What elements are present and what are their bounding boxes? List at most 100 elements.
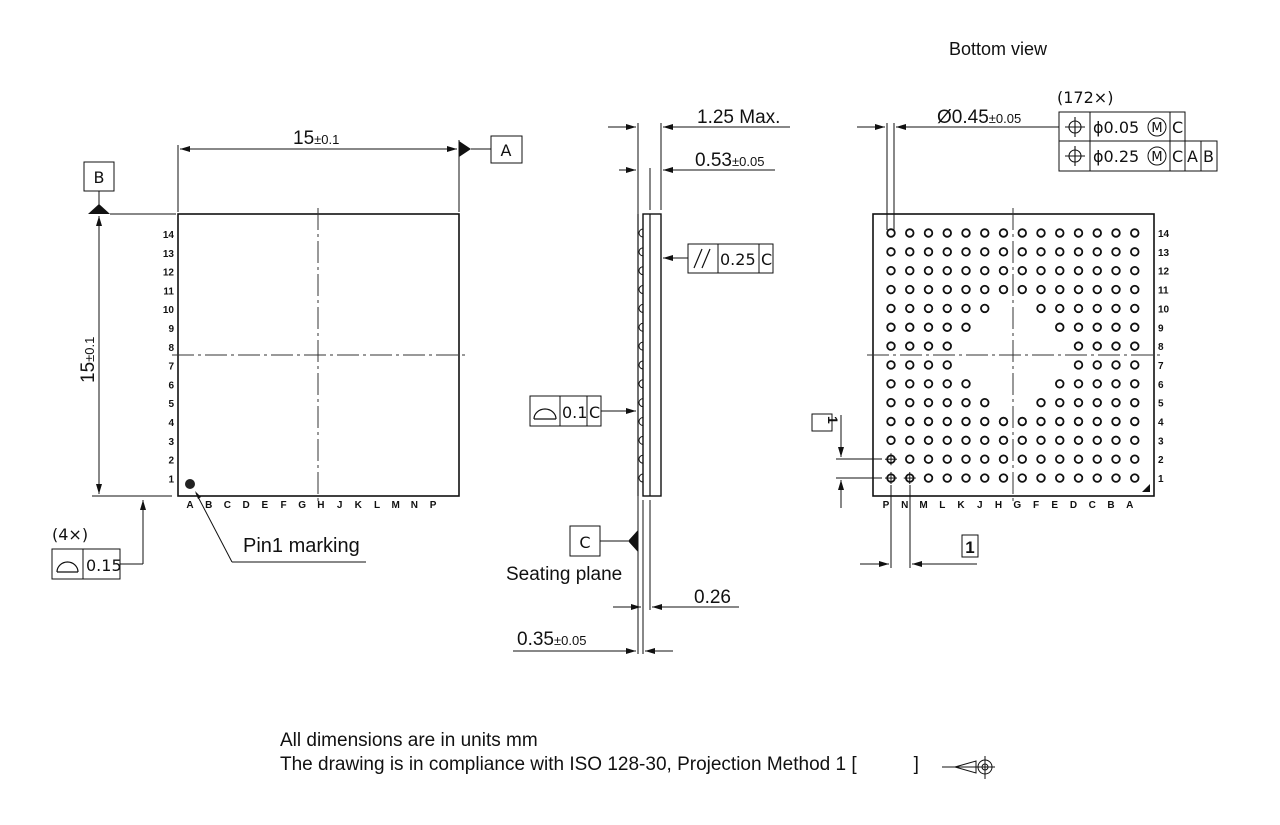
solder-ball (905, 435, 915, 446)
solder-ball (998, 266, 1009, 276)
solder-ball (998, 435, 1009, 446)
solder-ball (905, 416, 915, 427)
solder-ball (905, 322, 915, 332)
row-label: 6 (168, 380, 174, 391)
solder-ball (923, 322, 934, 332)
datum-c-box (569, 525, 601, 557)
solder-ball (1036, 247, 1046, 257)
solder-ball (1092, 435, 1102, 446)
col-label: L (939, 500, 945, 511)
svg-text:C: C (579, 533, 590, 552)
solder-ball (1130, 228, 1140, 238)
solder-ball (980, 473, 990, 483)
solder-ball (1073, 322, 1084, 332)
height-dimension: 15±0.1 (78, 337, 99, 383)
solder-ball (1130, 379, 1140, 389)
solder-ball (961, 473, 971, 483)
solder-ball (905, 397, 915, 408)
solder-ball (923, 435, 934, 446)
solder-ball (1111, 266, 1121, 276)
solder-ball (961, 454, 971, 464)
solder-ball (961, 322, 971, 332)
solder-ball (905, 266, 915, 276)
solder-ball (961, 379, 971, 389)
solder-ball (886, 341, 896, 351)
row-label: 5 (168, 399, 174, 410)
solder-ball (980, 303, 990, 314)
position-icon (1065, 117, 1085, 166)
solder-ball (886, 322, 896, 332)
svg-text:0.1: 0.1 (562, 403, 587, 422)
solder-ball (923, 284, 934, 295)
col-label: N (901, 500, 908, 511)
row-label: 11 (163, 286, 174, 297)
col-label: N (411, 500, 418, 511)
solder-ball (1036, 435, 1046, 446)
flatness-frame: 0.15 (51, 548, 122, 580)
width-dimension: 15±0.1 (293, 128, 339, 149)
pin1-dot (185, 479, 195, 489)
solder-ball (980, 284, 990, 295)
col-label: F (1033, 500, 1039, 511)
col-label: J (977, 500, 983, 511)
row-label: 4 (168, 418, 174, 429)
solder-ball (1055, 228, 1065, 238)
position-tolerance-frame: ϕ0.05 M C ϕ0.25 M C A B (1058, 111, 1218, 172)
col-label: A (186, 500, 193, 511)
solder-ball (1092, 322, 1102, 332)
solder-ball (1017, 228, 1027, 238)
solder-ball (942, 473, 952, 483)
solder-ball (998, 247, 1009, 257)
solder-ball (886, 247, 896, 257)
solder-ball (1111, 473, 1121, 483)
row-label: 2 (1158, 455, 1164, 466)
solder-ball (1130, 454, 1140, 464)
solder-ball (1111, 284, 1121, 295)
solder-ball (1073, 266, 1084, 276)
solder-ball (1055, 397, 1065, 408)
solder-ball (1055, 416, 1065, 427)
solder-ball (961, 397, 971, 408)
solder-ball (942, 228, 952, 238)
solder-ball (1036, 303, 1046, 314)
solder-ball (980, 416, 990, 427)
svg-text:C: C (1172, 147, 1183, 166)
solder-ball (1092, 473, 1102, 483)
solder-ball (1073, 228, 1084, 238)
solder-ball (1073, 247, 1084, 257)
solder-ball (1036, 416, 1046, 427)
ball-grid (885, 228, 1140, 485)
solder-ball (998, 284, 1009, 295)
solder-ball (923, 379, 934, 389)
solder-ball (923, 266, 934, 276)
row-label: 3 (168, 437, 174, 448)
col-label: B (1107, 500, 1114, 511)
solder-ball (1073, 379, 1084, 389)
solder-ball (1111, 247, 1121, 257)
solder-ball (1111, 341, 1121, 351)
col-label: G (298, 500, 306, 511)
solder-ball (1017, 435, 1027, 446)
solder-ball (942, 322, 952, 332)
solder-ball (886, 435, 896, 446)
solder-ball (1073, 303, 1084, 314)
datum-b-box (83, 161, 115, 192)
solder-ball (923, 473, 934, 483)
units-note: All dimensions are in units mm (280, 730, 538, 751)
solder-ball (1055, 266, 1065, 276)
solder-ball (998, 228, 1009, 238)
solder-ball (1092, 266, 1102, 276)
solder-ball (1130, 416, 1140, 427)
col-label: P (430, 500, 437, 511)
solder-ball (961, 416, 971, 427)
solder-ball (1092, 379, 1102, 389)
row-label: 5 (1158, 399, 1164, 410)
solder-ball (942, 416, 952, 427)
solder-ball (1130, 397, 1140, 408)
col-label: K (355, 500, 363, 511)
solder-ball (942, 397, 952, 408)
row-label: 10 (163, 305, 175, 316)
col-label: P (883, 500, 890, 511)
